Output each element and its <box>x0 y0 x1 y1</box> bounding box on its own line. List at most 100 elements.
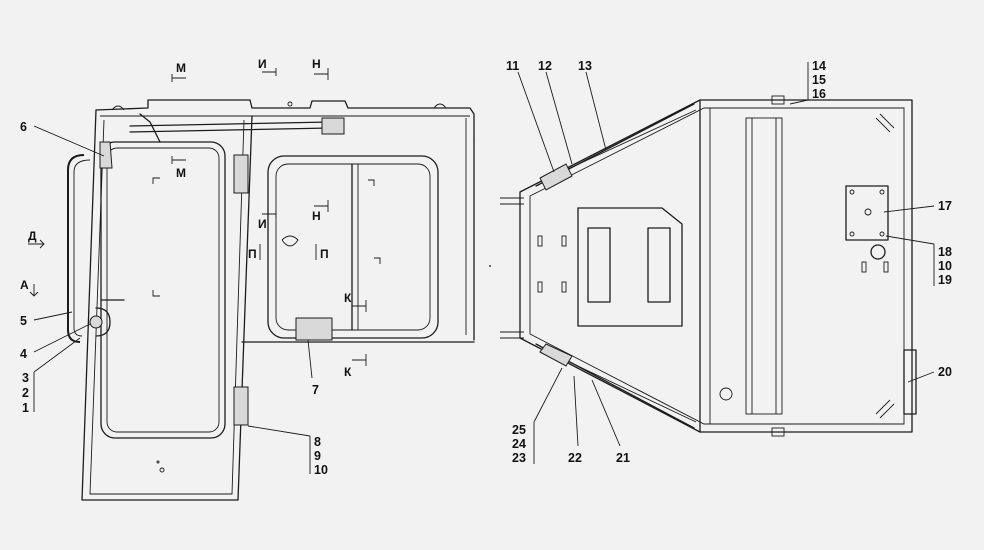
upper-rail-latch <box>539 163 573 191</box>
callout-20: 20 <box>938 365 952 379</box>
plate-bolt <box>879 231 885 237</box>
slot <box>883 261 889 273</box>
callout-17: 17 <box>938 199 952 213</box>
leader-20 <box>907 371 935 383</box>
plate-bolt <box>849 189 855 195</box>
section-m-mid: М <box>176 166 186 180</box>
callout-10: 10 <box>314 463 328 477</box>
door-lock-knob <box>89 315 103 329</box>
section-arrow-i-top <box>262 68 277 76</box>
cab-roof-outline <box>95 99 475 141</box>
callout-19: 19 <box>938 273 952 287</box>
leader-7 <box>307 339 313 379</box>
hatch-slot-right <box>647 227 671 303</box>
view-d: Д <box>28 229 37 243</box>
section-p-left: П <box>248 247 257 261</box>
section-i-mid: И <box>258 217 267 231</box>
door-stay-rod <box>129 121 331 127</box>
corner-mark <box>374 257 381 264</box>
side-window-inner <box>275 163 431 331</box>
slot <box>561 235 567 247</box>
leader-17 <box>883 205 935 213</box>
callout-4: 4 <box>20 347 27 361</box>
rear-bracket <box>903 349 917 415</box>
section-k-bottom: К <box>344 365 352 379</box>
side-handle-upper <box>500 197 524 205</box>
callout-10-right: 10 <box>938 259 952 273</box>
section-arrow-k-top <box>352 300 367 312</box>
callout-5: 5 <box>20 314 27 328</box>
callout-8: 8 <box>314 435 321 449</box>
leader-12 <box>545 71 573 165</box>
leader-23-25 <box>533 367 563 464</box>
section-n-top: Н <box>312 57 321 71</box>
callout-15: 15 <box>812 73 826 87</box>
roof-hook <box>111 105 125 111</box>
bottom-tab <box>771 427 785 437</box>
drain-hole <box>156 460 160 464</box>
slot <box>861 261 867 273</box>
section-arrow-n-mid <box>314 200 329 212</box>
stay-rod-bracket <box>321 117 345 135</box>
hinge-upper <box>233 154 249 194</box>
leader-lines <box>33 62 935 474</box>
corner-bracket <box>875 113 895 133</box>
top-tab <box>771 95 785 105</box>
leader-4 <box>33 323 91 353</box>
callout-24: 24 <box>512 437 526 451</box>
section-arrow-m-mid <box>171 156 186 164</box>
roof-bolt <box>287 101 293 107</box>
side-window <box>267 155 439 339</box>
roof-hatch-plate <box>577 207 683 327</box>
plate-bolt <box>849 231 855 237</box>
section-p-right: П <box>320 247 329 261</box>
callout-14: 14 <box>812 59 826 73</box>
roof-outline <box>519 99 913 433</box>
plate-bolt <box>879 189 885 195</box>
stay-rod-arm <box>139 113 161 143</box>
section-marks: М М И И Н Н П П К К Д А <box>20 57 367 379</box>
leader-13 <box>585 71 607 151</box>
door-stay-rod-lower <box>129 127 331 133</box>
leader-11 <box>517 71 555 173</box>
callout-25: 25 <box>512 423 526 437</box>
callout-7: 7 <box>312 383 319 397</box>
callout-labels: 6 5 4 3 2 1 7 8 9 10 11 12 13 14 15 16 1… <box>20 59 952 477</box>
roof-rib-lines <box>751 118 777 414</box>
slot <box>537 281 543 293</box>
window-latch <box>295 317 333 341</box>
stray-dot <box>489 265 491 267</box>
callout-6: 6 <box>20 120 27 134</box>
leader-21 <box>591 379 621 447</box>
callout-23: 23 <box>512 451 526 465</box>
callout-1: 1 <box>22 401 29 415</box>
handrail <box>67 154 85 343</box>
cab-door-frame <box>81 109 253 501</box>
door-inner-frame <box>89 119 245 495</box>
handrail-inner <box>73 159 91 337</box>
callout-18: 18 <box>938 245 952 259</box>
section-arrow-n-top <box>314 68 329 80</box>
callout-21: 21 <box>616 451 630 465</box>
door-window <box>100 141 226 439</box>
leader-8-10 <box>247 425 311 474</box>
leader-14-16 <box>789 62 809 105</box>
side-handle-lower <box>500 331 524 339</box>
roof-grommet <box>870 244 886 260</box>
cab-side-view <box>67 99 475 501</box>
roof-grommet-lower <box>719 387 733 401</box>
hatch-slot-left <box>587 227 611 303</box>
lower-rail-inner <box>543 349 697 423</box>
corner-mark <box>152 177 160 184</box>
section-m-top: М <box>176 61 186 75</box>
roof-inner-outline <box>529 107 905 425</box>
door-lock-guard <box>95 307 111 337</box>
section-n-mid: Н <box>312 209 321 223</box>
section-k-top: К <box>344 291 352 305</box>
leader-1-3 <box>33 337 81 412</box>
hinge-lower <box>233 386 249 426</box>
section-i-top: И <box>258 57 267 71</box>
view-a: А <box>20 278 29 292</box>
